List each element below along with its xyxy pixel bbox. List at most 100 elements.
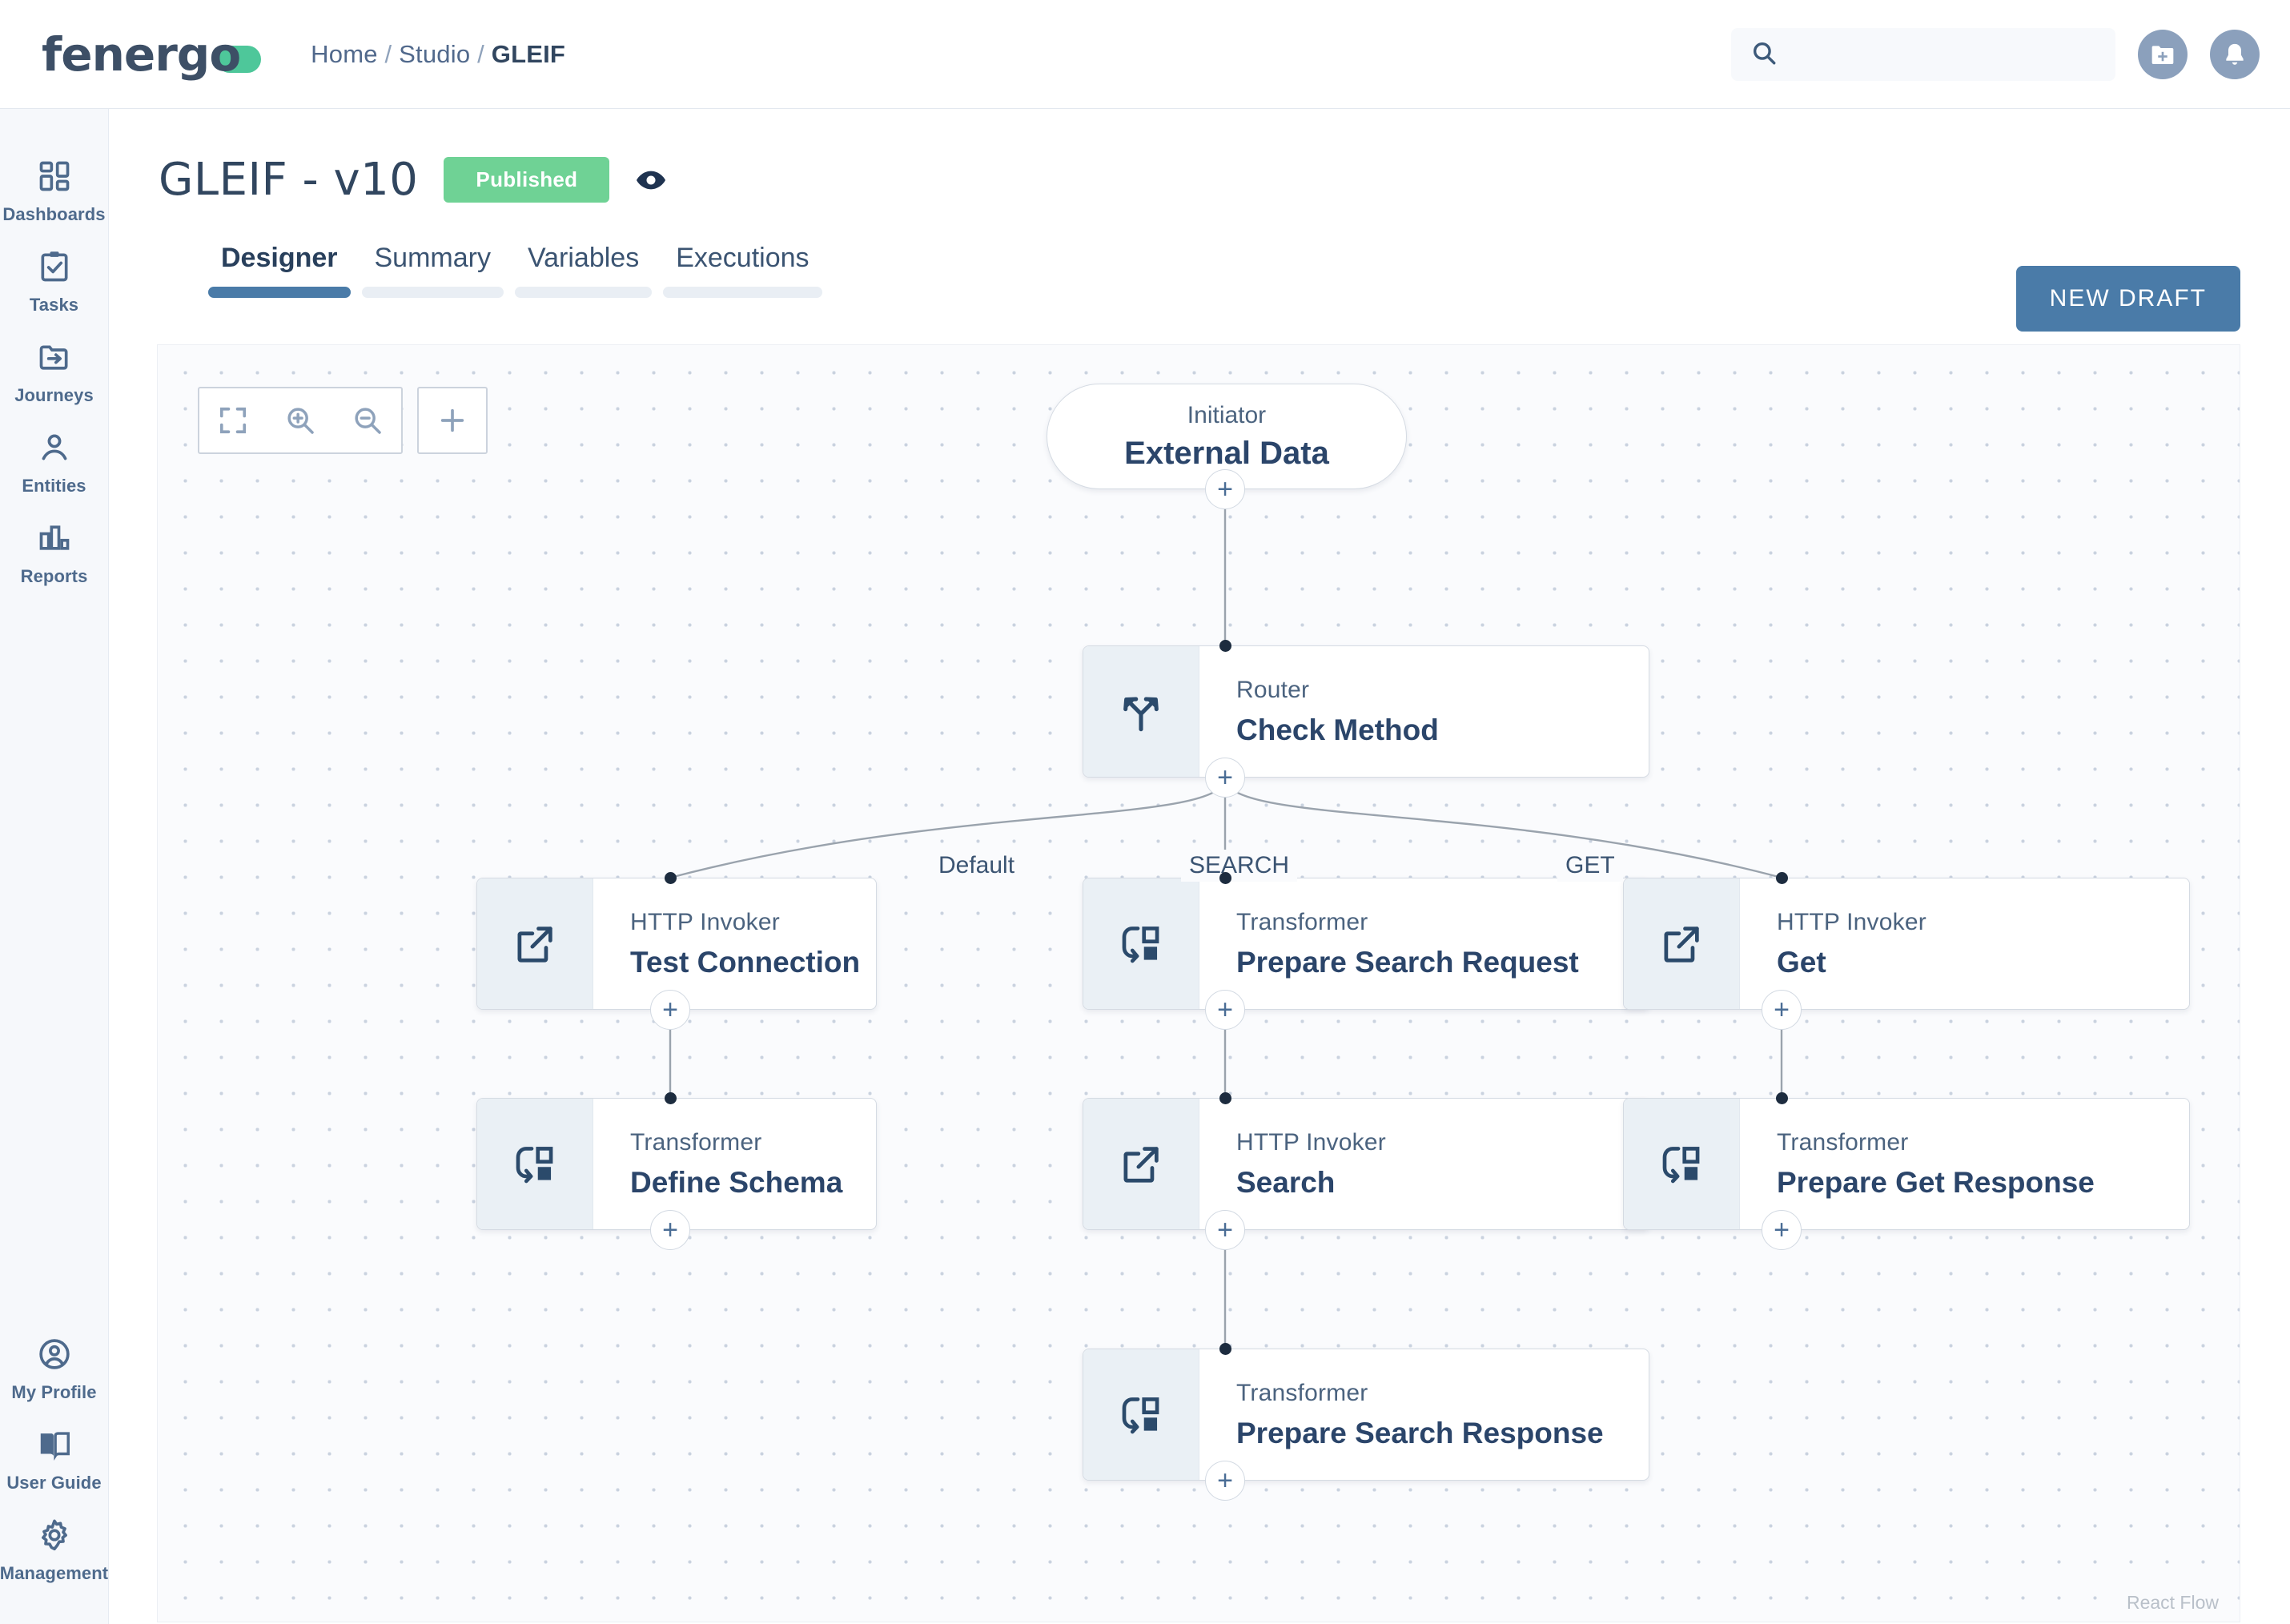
fenergo-logo[interactable]: fenergo bbox=[42, 26, 262, 82]
sidebar-item-management[interactable]: Management bbox=[0, 1505, 108, 1595]
book-icon bbox=[37, 1427, 72, 1466]
transformer-icon bbox=[1083, 1349, 1199, 1480]
node-name-label: Test Connection bbox=[630, 945, 861, 979]
transformer-icon bbox=[1083, 878, 1199, 1009]
node-type-label: HTTP Invoker bbox=[630, 908, 780, 935]
sidebar-item-journeys[interactable]: Journeys bbox=[0, 327, 108, 417]
tab-label: Variables bbox=[527, 243, 640, 273]
breadcrumb-current: GLEIF bbox=[491, 39, 566, 68]
tab-summary[interactable]: Summary bbox=[361, 243, 504, 298]
node-text: Transformer Define Schema bbox=[593, 1099, 876, 1229]
add-step-handle-router[interactable]: + bbox=[1205, 758, 1245, 798]
zoom-out-button[interactable] bbox=[334, 387, 401, 454]
search-input[interactable] bbox=[1790, 42, 2095, 67]
node-text: HTTP Invoker Search bbox=[1199, 1099, 1649, 1229]
node-text: Transformer Prepare Get Response bbox=[1740, 1099, 2189, 1229]
react-flow-attribution[interactable]: React Flow bbox=[2118, 1589, 2227, 1617]
node-name-label: Check Method bbox=[1236, 713, 1439, 746]
add-step-handle-get[interactable]: + bbox=[1762, 990, 1802, 1030]
edge-label-get: GET bbox=[1557, 850, 1623, 882]
breadcrumb-home[interactable]: Home bbox=[311, 39, 378, 68]
tab-underline bbox=[208, 287, 351, 298]
sidebar-secondary-nav: My Profile User Guide Ma bbox=[0, 1324, 108, 1595]
top-bar-actions bbox=[1731, 0, 2260, 109]
sidebar-item-my-profile[interactable]: My Profile bbox=[0, 1324, 108, 1414]
profile-circle-icon bbox=[37, 1337, 72, 1376]
add-step-handle-prepare-search-response[interactable]: + bbox=[1205, 1461, 1245, 1501]
node-transformer-define-schema[interactable]: Transformer Define Schema bbox=[476, 1098, 877, 1230]
edge-dot-test-connection-in bbox=[665, 872, 677, 884]
external-link-icon bbox=[477, 878, 593, 1009]
node-type-label: Transformer bbox=[630, 1128, 762, 1156]
left-sidebar: Dashboards Tasks bbox=[0, 109, 109, 1624]
external-link-icon bbox=[1624, 878, 1740, 1009]
tab-label: Executions bbox=[676, 243, 810, 273]
add-folder-button[interactable] bbox=[2138, 30, 2188, 79]
edge-label-default: Default bbox=[930, 850, 1023, 882]
workflow-canvas[interactable]: Initiator External Data + Router Check M… bbox=[157, 344, 2240, 1622]
edge-label-search: SEARCH bbox=[1181, 850, 1298, 882]
global-search[interactable] bbox=[1731, 28, 2115, 81]
add-step-handle-prepare-search-request[interactable]: + bbox=[1205, 990, 1245, 1030]
node-text: Transformer Prepare Search Request bbox=[1199, 878, 1649, 1009]
node-name-label: Define Schema bbox=[630, 1165, 843, 1199]
add-step-handle-test-connection[interactable]: + bbox=[650, 990, 690, 1030]
tab-label: Designer bbox=[221, 243, 338, 273]
node-router-check-method[interactable]: Router Check Method bbox=[1083, 645, 1649, 778]
node-name-label: Prepare Search Response bbox=[1236, 1416, 1604, 1449]
tab-variables[interactable]: Variables bbox=[514, 243, 653, 298]
breadcrumb-sep-1: / bbox=[384, 39, 392, 68]
node-name-label: Prepare Get Response bbox=[1777, 1165, 2095, 1199]
zoom-in-button[interactable] bbox=[267, 387, 334, 454]
sidebar-item-dashboards[interactable]: Dashboards bbox=[0, 146, 108, 236]
tab-designer[interactable]: Designer bbox=[208, 243, 351, 298]
edge-dot-search-in bbox=[1219, 1092, 1231, 1104]
sidebar-item-tasks[interactable]: Tasks bbox=[0, 236, 108, 327]
node-http-invoker-get[interactable]: HTTP Invoker Get bbox=[1623, 878, 2190, 1010]
page-header: GLEIF - v10 Published NEW DRAFT Designer… bbox=[109, 109, 2290, 332]
sidebar-item-label: Entities bbox=[22, 476, 86, 496]
page-title: GLEIF - v10 bbox=[159, 154, 419, 206]
node-transformer-prepare-search-response[interactable]: Transformer Prepare Search Response bbox=[1083, 1349, 1649, 1481]
node-name-label: Prepare Search Request bbox=[1236, 945, 1579, 979]
node-name-label: Search bbox=[1236, 1165, 1336, 1199]
router-fork-icon bbox=[1083, 646, 1199, 777]
add-step-handle-define-schema[interactable]: + bbox=[650, 1210, 690, 1250]
node-text: Transformer Prepare Search Response bbox=[1199, 1349, 1649, 1480]
entities-person-icon bbox=[37, 430, 72, 469]
add-step-handle-search[interactable]: + bbox=[1205, 1210, 1245, 1250]
notifications-button[interactable] bbox=[2210, 30, 2260, 79]
sidebar-item-user-guide[interactable]: User Guide bbox=[0, 1414, 108, 1505]
logo-wordmark: fenergo bbox=[42, 26, 241, 82]
node-type-label: Initiator bbox=[1187, 401, 1267, 428]
breadcrumb: Home / Studio / GLEIF bbox=[311, 40, 565, 69]
add-step-handle-prepare-get-response[interactable]: + bbox=[1762, 1210, 1802, 1250]
node-http-invoker-search[interactable]: HTTP Invoker Search bbox=[1083, 1098, 1649, 1230]
node-transformer-prepare-search-request[interactable]: Transformer Prepare Search Request bbox=[1083, 878, 1649, 1010]
add-step-handle-initiator[interactable]: + bbox=[1205, 469, 1245, 509]
node-http-invoker-test-connection[interactable]: HTTP Invoker Test Connection bbox=[476, 878, 877, 1010]
fit-view-button[interactable] bbox=[199, 387, 267, 454]
node-transformer-prepare-get-response[interactable]: Transformer Prepare Get Response bbox=[1623, 1098, 2190, 1230]
sidebar-item-entities[interactable]: Entities bbox=[0, 417, 108, 508]
edge-dot-prepare-get-response-in bbox=[1776, 1092, 1788, 1104]
edge-dot-router-in bbox=[1219, 640, 1231, 652]
sidebar-item-label: Tasks bbox=[29, 295, 79, 315]
dashboards-icon bbox=[37, 159, 72, 198]
tab-executions[interactable]: Executions bbox=[663, 243, 822, 298]
breadcrumb-sep-2: / bbox=[477, 39, 484, 68]
eye-icon[interactable] bbox=[635, 164, 667, 196]
gear-icon bbox=[37, 1517, 72, 1557]
breadcrumb-studio[interactable]: Studio bbox=[399, 39, 471, 68]
edge-dot-define-schema-in bbox=[665, 1092, 677, 1104]
sidebar-item-label: Reports bbox=[20, 566, 88, 586]
top-bar: fenergo Home / Studio / GLEIF bbox=[0, 0, 2290, 109]
edge-dot-get-in bbox=[1776, 872, 1788, 884]
sidebar-item-reports[interactable]: Reports bbox=[0, 508, 108, 598]
reports-bar-chart-icon bbox=[37, 521, 72, 560]
sidebar-item-label: Journeys bbox=[14, 385, 94, 405]
new-draft-button[interactable]: NEW DRAFT bbox=[2015, 266, 2240, 332]
add-node-button[interactable] bbox=[419, 387, 486, 454]
edge-dot-prepare-search-response-in bbox=[1219, 1343, 1231, 1355]
